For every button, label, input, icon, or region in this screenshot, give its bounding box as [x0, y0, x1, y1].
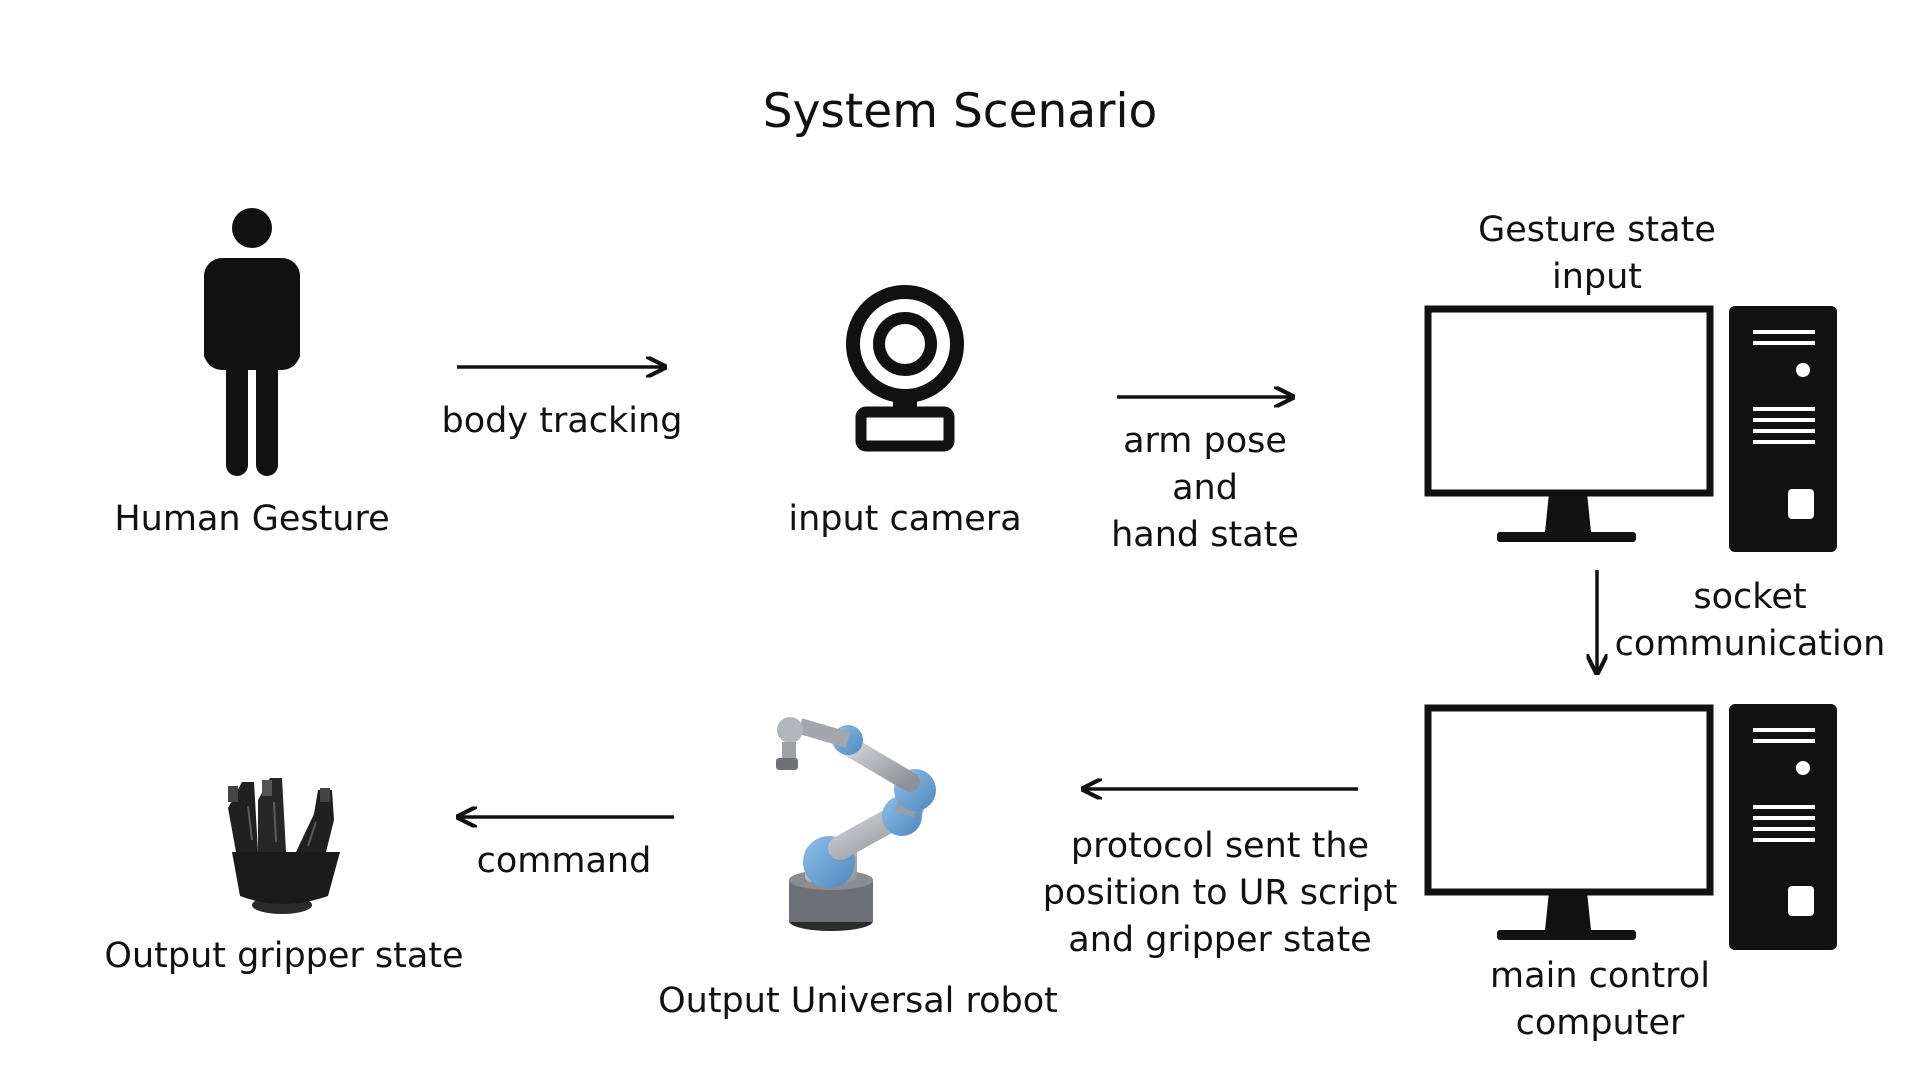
edge-label-socket-communication: socket communication	[1614, 577, 1886, 664]
node-label-gesture-state-input: Gesture state input	[1478, 210, 1716, 297]
webcam-icon	[846, 285, 964, 452]
node-label-output-gripper-state: Output gripper state	[104, 936, 464, 976]
node-label-human-gesture: Human Gesture	[114, 499, 390, 539]
person-icon	[204, 208, 300, 476]
edge-label-protocol: protocol sent the position to UR script …	[1042, 826, 1398, 960]
robot-arm-icon	[776, 717, 936, 931]
gripper-icon	[228, 778, 340, 914]
edge-label-arm-pose: arm pose and hand state	[1111, 421, 1299, 555]
edge-label-body-tracking: body tracking	[441, 401, 683, 441]
desktop-computer-icon	[1424, 305, 1837, 552]
desktop-computer-icon	[1424, 704, 1837, 950]
edge-label-command: command	[476, 841, 652, 881]
diagram-title: System Scenario	[762, 84, 1158, 139]
node-label-output-universal-robot: Output Universal robot	[658, 981, 1058, 1021]
node-label-main-control-computer: main control computer	[1490, 956, 1710, 1043]
node-label-input-camera: input camera	[788, 499, 1022, 539]
